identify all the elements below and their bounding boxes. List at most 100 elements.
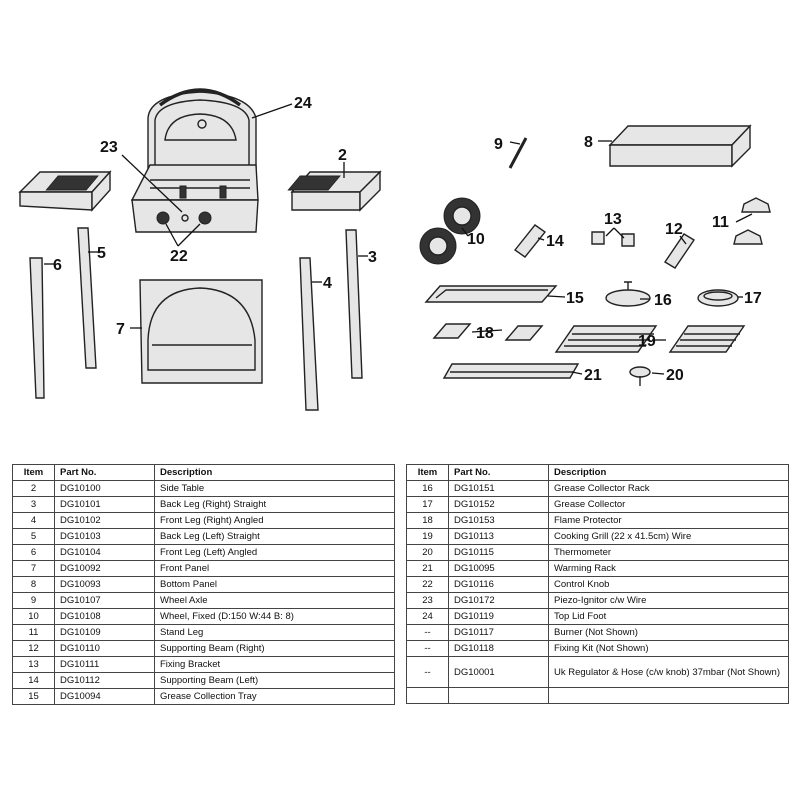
part-no-cell: DG10112 bbox=[54, 672, 155, 689]
item-cell: 20 bbox=[406, 544, 449, 561]
item-cell: 19 bbox=[406, 528, 449, 545]
description-cell: Back Leg (Right) Straight bbox=[154, 496, 395, 513]
part-no-cell: DG10152 bbox=[448, 496, 549, 513]
callout-9: 9 bbox=[494, 136, 503, 153]
callout-4: 4 bbox=[323, 275, 332, 292]
part-no-cell: DG10104 bbox=[54, 544, 155, 561]
callout-3: 3 bbox=[368, 249, 377, 266]
leader-lines bbox=[44, 103, 753, 375]
item-cell: 12 bbox=[12, 640, 55, 657]
part-no-cell: DG10110 bbox=[54, 640, 155, 657]
callout-19: 19 bbox=[638, 333, 656, 350]
part-no-cell: DG10108 bbox=[54, 608, 155, 625]
item-cell: 21 bbox=[406, 560, 449, 577]
callout-17: 17 bbox=[744, 290, 762, 307]
item-cell: 24 bbox=[406, 608, 449, 625]
item-cell: 8 bbox=[12, 576, 55, 593]
item-cell: 6 bbox=[12, 544, 55, 561]
part-no-cell: DG10095 bbox=[448, 560, 549, 577]
part-no-cell: DG10118 bbox=[448, 640, 549, 657]
callout-24: 24 bbox=[294, 95, 312, 112]
callout-7: 7 bbox=[116, 321, 125, 338]
description-cell: Back Leg (Left) Straight bbox=[154, 528, 395, 545]
description-cell: Grease Collector bbox=[548, 496, 789, 513]
header-part-no: Part No. bbox=[54, 464, 155, 481]
description-cell: Supporting Beam (Left) bbox=[154, 672, 395, 689]
callout-20: 20 bbox=[666, 367, 684, 384]
components-drawing bbox=[419, 124, 771, 386]
callout-numbers: 24 23 22 2 6 5 3 4 7 9 8 10 14 13 12 11 … bbox=[53, 95, 762, 384]
description-cell: Wheel, Fixed (D:150 W:44 B: 8) bbox=[154, 608, 395, 625]
header-description: Description bbox=[154, 464, 395, 481]
item-cell: 17 bbox=[406, 496, 449, 513]
item-cell: 3 bbox=[12, 496, 55, 513]
callout-13: 13 bbox=[604, 211, 622, 228]
description-cell: Piezo-Ignitor c/w Wire bbox=[548, 592, 789, 609]
item-cell: -- bbox=[406, 656, 449, 688]
part-no-cell: DG10117 bbox=[448, 624, 549, 641]
item-cell: 7 bbox=[12, 560, 55, 577]
part-no-cell: DG10111 bbox=[54, 656, 155, 673]
description-cell: Warming Rack bbox=[548, 560, 789, 577]
callout-16: 16 bbox=[654, 292, 672, 309]
part-no-cell: DG10107 bbox=[54, 592, 155, 609]
description-cell: Fixing Bracket bbox=[154, 656, 395, 673]
description-cell: Uk Regulator & Hose (c/w knob) 37mbar (N… bbox=[548, 656, 789, 688]
part-no-cell: DG10115 bbox=[448, 544, 549, 561]
description-cell: Front Panel bbox=[154, 560, 395, 577]
part-no-cell bbox=[448, 687, 549, 704]
part-no-cell: DG10094 bbox=[54, 688, 155, 705]
description-cell: Top Lid Foot bbox=[548, 608, 789, 625]
side-table-left-drawing bbox=[18, 170, 112, 212]
callout-23: 23 bbox=[100, 139, 118, 156]
item-cell: 4 bbox=[12, 512, 55, 529]
description-cell bbox=[548, 687, 789, 704]
item-cell: 18 bbox=[406, 512, 449, 529]
description-cell: Front Leg (Right) Angled bbox=[154, 512, 395, 529]
part-no-cell: DG10100 bbox=[54, 480, 155, 497]
callout-18: 18 bbox=[476, 325, 494, 342]
description-cell: Grease Collector Rack bbox=[548, 480, 789, 497]
item-cell: 5 bbox=[12, 528, 55, 545]
part-no-cell: DG10113 bbox=[448, 528, 549, 545]
description-cell: Burner (Not Shown) bbox=[548, 624, 789, 641]
callout-12: 12 bbox=[665, 221, 683, 238]
item-cell: 13 bbox=[12, 656, 55, 673]
table-row bbox=[406, 687, 789, 704]
description-cell: Bottom Panel bbox=[154, 576, 395, 593]
description-cell: Stand Leg bbox=[154, 624, 395, 641]
callout-11: 11 bbox=[712, 214, 729, 231]
part-no-cell: DG10092 bbox=[54, 560, 155, 577]
item-cell: 15 bbox=[12, 688, 55, 705]
item-cell: 23 bbox=[406, 592, 449, 609]
description-cell: Supporting Beam (Right) bbox=[154, 640, 395, 657]
item-cell: -- bbox=[406, 624, 449, 641]
table-header-row: Item Part No. Description bbox=[12, 464, 395, 481]
callout-22: 22 bbox=[170, 248, 188, 265]
description-cell: Grease Collection Tray bbox=[154, 688, 395, 705]
header-description: Description bbox=[548, 464, 789, 481]
grill-body-drawing bbox=[130, 88, 259, 233]
item-cell: 14 bbox=[12, 672, 55, 689]
legs-drawing bbox=[29, 227, 363, 411]
part-no-cell: DG10153 bbox=[448, 512, 549, 529]
part-no-cell: DG10101 bbox=[54, 496, 155, 513]
callout-2: 2 bbox=[338, 147, 347, 164]
part-no-cell: DG10119 bbox=[448, 608, 549, 625]
